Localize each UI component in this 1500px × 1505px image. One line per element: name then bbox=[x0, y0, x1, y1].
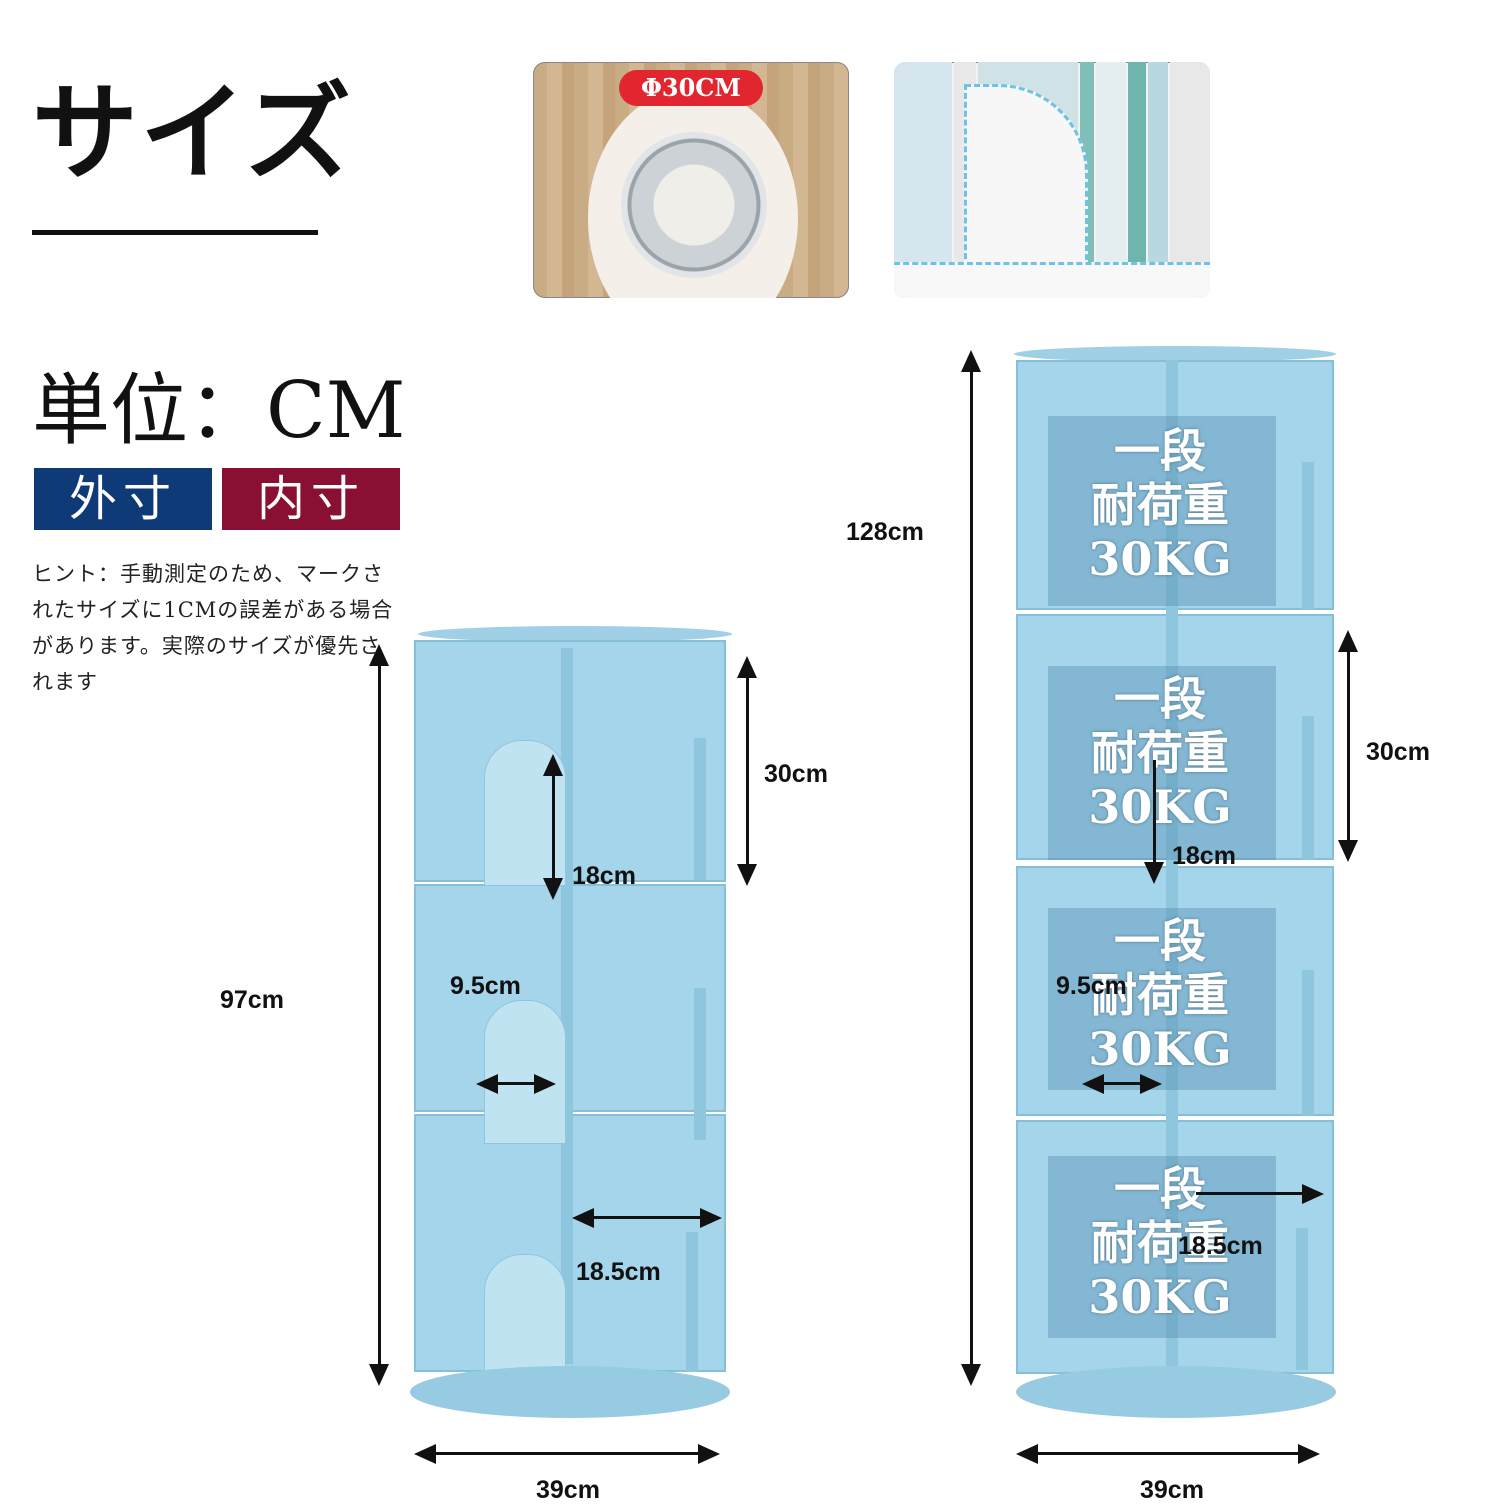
book-spine bbox=[894, 62, 952, 266]
measurement-hint: ヒント：手動測定のため、マークされたサイズに1CMの誤差がある場合があります。実… bbox=[32, 562, 394, 694]
small-compartment-width-label: 18.5cm bbox=[576, 1258, 661, 1286]
tall-compartment-width-label: 18.5cm bbox=[1178, 1232, 1263, 1260]
load-overlay bbox=[1048, 666, 1276, 860]
arrow-right-icon bbox=[534, 1074, 556, 1094]
bookend bbox=[484, 1000, 566, 1144]
side-fin bbox=[1296, 1228, 1308, 1370]
tall-shelf-top bbox=[1014, 346, 1336, 362]
book-spine bbox=[1128, 62, 1146, 266]
width-line bbox=[434, 1452, 698, 1455]
load-capacity-label: 一段 耐荷重 30KG bbox=[1088, 914, 1232, 1076]
book-spine bbox=[1096, 62, 1126, 266]
small-height-label: 97cm bbox=[220, 986, 284, 1014]
height-line bbox=[970, 370, 973, 1364]
inner-dimension-badge: 内寸 bbox=[222, 468, 400, 530]
center-divider bbox=[1166, 360, 1178, 1370]
small-bookend-width-label: 9.5cm bbox=[450, 972, 521, 1000]
load-capacity-label: 一段 耐荷重 30KG bbox=[1088, 1162, 1232, 1324]
arrow-up-icon bbox=[961, 350, 981, 372]
tall-bookend-height-label: 18cm bbox=[1172, 842, 1236, 870]
side-fin bbox=[1302, 970, 1314, 1116]
side-fin bbox=[1302, 462, 1314, 610]
tall-shelf-base bbox=[1016, 1366, 1336, 1418]
book-spine bbox=[1148, 62, 1168, 266]
small-bookend-height-label: 18cm bbox=[572, 862, 636, 890]
load-capacity-label: 一段 耐荷重 30KG bbox=[1088, 424, 1232, 586]
side-fin bbox=[694, 988, 706, 1140]
load-overlay bbox=[1048, 908, 1276, 1090]
turntable-photo: Φ30CM bbox=[533, 62, 849, 298]
arrow-right-icon bbox=[1302, 1184, 1324, 1204]
width-line bbox=[1036, 1452, 1298, 1455]
bookend-width-line bbox=[496, 1082, 534, 1085]
arrow-up-icon bbox=[737, 656, 757, 678]
arrow-up-icon bbox=[1338, 630, 1358, 652]
small-tier-height-label: 30cm bbox=[764, 760, 828, 788]
side-fin bbox=[694, 738, 706, 880]
arrow-left-icon bbox=[572, 1208, 594, 1228]
arrow-left-icon bbox=[1082, 1074, 1104, 1094]
page-title: サイズ bbox=[32, 70, 353, 195]
arrow-down-icon bbox=[1338, 840, 1358, 862]
arrow-up-icon bbox=[369, 644, 389, 666]
bookend-width-line bbox=[1102, 1082, 1140, 1085]
arrow-left-icon bbox=[414, 1444, 436, 1464]
bookend-height-line bbox=[552, 774, 555, 878]
arrow-down-icon bbox=[369, 1364, 389, 1386]
load-overlay bbox=[1048, 1156, 1276, 1338]
arrow-right-icon bbox=[1140, 1074, 1162, 1094]
tier-height-line bbox=[1347, 650, 1350, 840]
load-capacity-label: 一段 耐荷重 30KG bbox=[1088, 672, 1232, 834]
tall-bookend-width-label: 9.5cm bbox=[1056, 972, 1127, 1000]
height-line bbox=[378, 664, 381, 1364]
arrow-right-icon bbox=[700, 1208, 722, 1228]
outer-dimension-badge: 外寸 bbox=[34, 468, 212, 530]
arrow-up-icon bbox=[543, 754, 563, 776]
arrow-right-icon bbox=[698, 1444, 720, 1464]
bookend-photo bbox=[894, 62, 1210, 298]
shelf-surface bbox=[894, 262, 1210, 298]
arrow-down-icon bbox=[543, 878, 563, 900]
title-underline bbox=[32, 230, 318, 235]
compartment-width-line bbox=[1196, 1192, 1302, 1195]
compartment-width-line bbox=[592, 1216, 700, 1219]
arrow-down-icon bbox=[737, 864, 757, 886]
diameter-label: Φ30CM bbox=[619, 70, 763, 106]
arrow-left-icon bbox=[476, 1074, 498, 1094]
unit-label: 単位：CM bbox=[32, 366, 406, 456]
arrow-down-icon bbox=[1144, 862, 1164, 884]
tall-tier-height-label: 30cm bbox=[1366, 738, 1430, 766]
small-width-label: 39cm bbox=[536, 1476, 600, 1504]
bookend-height-line bbox=[1153, 760, 1156, 864]
small-shelf-top bbox=[418, 626, 732, 642]
side-fin bbox=[686, 1232, 698, 1372]
small-shelf-base bbox=[410, 1366, 730, 1418]
arrow-down-icon bbox=[961, 1364, 981, 1386]
tall-height-label: 128cm bbox=[846, 518, 924, 546]
tier-height-line bbox=[746, 676, 749, 866]
bookend bbox=[484, 1254, 566, 1374]
tall-width-label: 39cm bbox=[1140, 1476, 1204, 1504]
book-spine bbox=[1170, 62, 1210, 266]
load-overlay bbox=[1048, 416, 1276, 606]
turntable-bearing bbox=[621, 132, 767, 278]
side-fin bbox=[1302, 716, 1314, 860]
arrow-left-icon bbox=[1016, 1444, 1038, 1464]
arrow-right-icon bbox=[1298, 1444, 1320, 1464]
